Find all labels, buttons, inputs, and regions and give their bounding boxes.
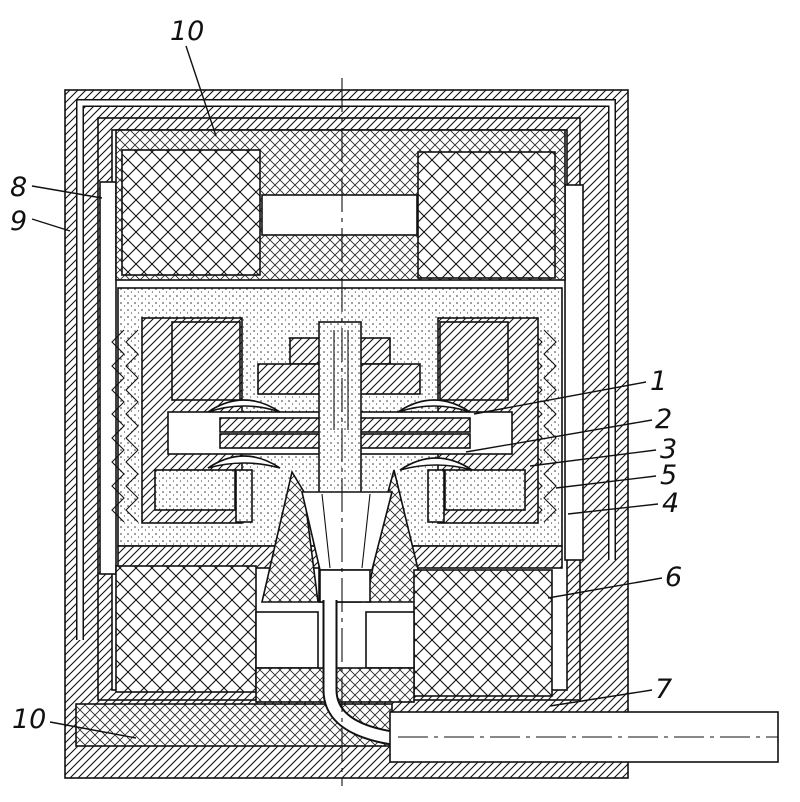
label-1: 1 [650,366,667,397]
bottom-gap-left [256,612,318,668]
right-inner-cavity [445,470,525,510]
label-6: 6 [665,562,682,593]
label-5: 5 [660,460,677,491]
bottom-gap-right [366,612,414,668]
right-vertical-channel [565,185,583,560]
lower-left-post [236,470,252,522]
label-7: 7 [655,674,672,705]
bottom-magnet-left [116,566,256,692]
label-9: 9 [10,206,27,237]
left-pole-block [172,322,240,400]
label-10-top: 10 [170,16,204,47]
top-air-gap [262,195,417,235]
right-pole-block [440,322,508,400]
label-2: 2 [655,404,672,435]
label-4: 4 [662,488,679,519]
shaft-lower-sleeve [320,570,370,602]
label-8: 8 [10,172,27,203]
left-inner-cavity [155,470,235,510]
lower-right-post [428,470,444,522]
left-vertical-channel [100,182,116,574]
top-magnet-right [418,152,555,278]
top-magnet-left [122,150,260,275]
label-10-bottom: 10 [12,704,46,735]
bottom-magnet-right [414,570,552,696]
